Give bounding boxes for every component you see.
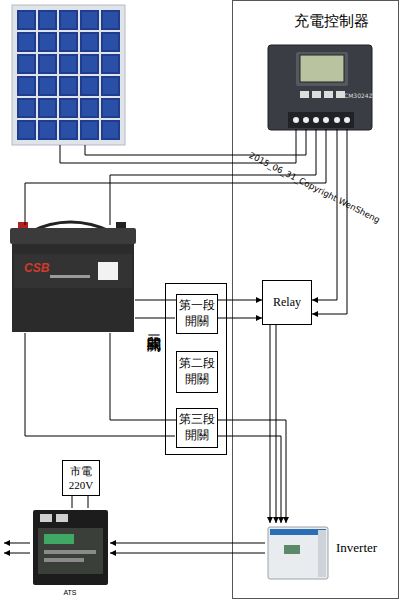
relay-wire [312,129,347,314]
terminal-screw [313,117,319,123]
switch-box: 第一段開關 [176,294,218,334]
wire-connector [270,325,271,523]
inverter: Inverter [265,523,390,581]
device-label: Inverter [336,540,377,556]
controller-button [336,91,345,98]
controller-body [268,45,372,130]
box-label: Relay [273,295,301,310]
watermark: 2015_06_31_Copyright WenSheng [247,150,381,225]
inverter-wire [217,436,281,523]
battery-logo [98,262,118,280]
model-number: CM3024Z [344,92,373,100]
terminal-screw [334,117,340,123]
voltage-value: 220V [69,478,93,492]
ats-wire [110,553,265,554]
box-label: 第三段開關 [178,412,216,443]
device-label: ATS [30,589,110,598]
battery-terminal [18,222,28,229]
ats-panel [38,528,103,574]
inverter-stripe [270,529,326,535]
box-label: 第一段開關 [178,298,216,329]
inverter-display [284,545,300,554]
battery: CSB [10,225,135,333]
terminal-strip [288,112,354,128]
switch-box: 第二段開關 [176,351,218,393]
ats-unit: ATS [30,508,110,599]
output-wire [4,543,30,544]
controller-title: 充電控制器 [274,12,388,31]
controller-bezel [296,52,348,86]
wire-connector [110,333,176,420]
panel-frame [12,5,125,145]
output-wire [4,553,30,554]
terminal-screw [303,117,309,123]
switch-box: 第三段開關 [176,408,218,448]
inverter-side [318,530,326,577]
controller-button [324,91,333,98]
box-label: 市電 [70,464,92,478]
lcd-screen [300,55,344,82]
charge-controller: 充電控制器CM3024Z [264,12,378,129]
wire-connector [218,300,262,301]
battery-wire [135,318,175,319]
wire-connector [312,129,337,300]
ats-print [44,550,96,554]
controller-device [268,45,372,130]
edge-layer [72,129,337,543]
ats-illustration [33,510,108,585]
inverter-illustration [268,527,328,579]
ats-terminal [40,514,52,522]
solar-wire [85,129,306,155]
ats-module [44,534,74,544]
battery-wire [25,129,326,225]
layout-wires [4,129,347,553]
wire-connector [135,300,176,301]
enclosure-frame [233,1,399,599]
inverter-wire [276,325,277,523]
relay-wire [217,318,262,319]
solar-panel [12,5,125,145]
inverter-body [268,527,328,579]
terminal-screw [323,117,329,123]
wire-connector [218,420,286,523]
terminal-screw [344,117,350,123]
relay-box: Relay [262,280,312,325]
battery-terminal [116,222,126,229]
switch-group: 三段式開關第一段開關第二段開關第三段開關 [165,283,227,455]
box-label: 第二段開關 [178,356,216,387]
terminal-screw [293,117,299,123]
group-heading: 三段式開關 [145,324,163,329]
battery-label [14,254,132,288]
battery-print [50,275,90,278]
wire-connector [72,496,73,508]
battery-wire [25,333,175,436]
wire-connector [110,543,265,544]
mains-box: 市電220V [62,460,100,496]
battery-lid [10,228,136,244]
battery-illustration [10,222,136,332]
controller-button [312,91,321,98]
battery-body [12,244,134,332]
controller-button [300,91,309,98]
mains-wire [88,496,89,508]
ats-print [44,558,84,562]
panel-cells [16,9,121,141]
ats-terminal [56,514,68,522]
brand-logo: CSB [24,261,49,276]
ats-body [33,510,108,585]
